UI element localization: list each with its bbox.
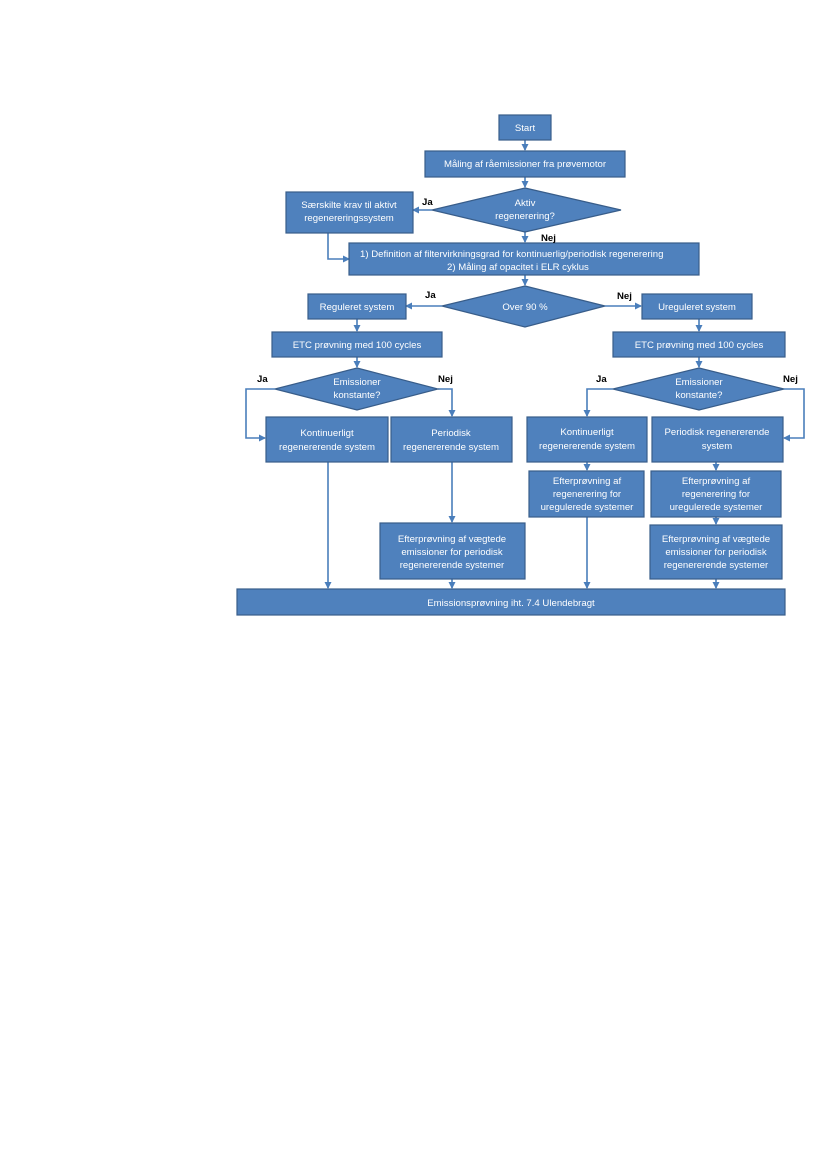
node-weighted-left-line2: emissioner for periodisk xyxy=(401,547,503,558)
decision-emissions-left-line1: Emissioner xyxy=(333,377,381,388)
label-left-no: Nej xyxy=(438,374,453,385)
node-weighted-left: Efterprøvning af vægtede emissioner for … xyxy=(379,522,526,580)
node-start: Start xyxy=(498,114,552,141)
node-definition: 1) Definition af filtervirkningsgrad for… xyxy=(348,242,700,276)
node-cont-right-line1: Kontinuerligt xyxy=(560,427,614,438)
decision-active-regen-line2: regenerering? xyxy=(495,211,555,222)
label-over90-no: Nej xyxy=(617,291,632,302)
decision-active-regen-line1: Aktiv xyxy=(515,198,536,209)
node-unregulated: Ureguleret system xyxy=(641,293,753,320)
node-periodic-right-line2: system xyxy=(702,441,732,452)
node-after-test-periodic-right: Efterprøvning af regenerering for uregul… xyxy=(650,470,782,518)
node-weighted-right: Efterprøvning af vægtede emissioner for … xyxy=(649,524,783,580)
edge-right-yes xyxy=(583,388,613,417)
label-over90-yes: Ja xyxy=(425,290,436,301)
decision-over-90: Over 90 % xyxy=(441,285,606,328)
label-left-yes: Ja xyxy=(257,374,268,385)
node-cont-left-line1: Kontinuerligt xyxy=(300,428,354,439)
node-weighted-left-line1: Efterprøvning af vægtede xyxy=(398,534,506,545)
edge-left-no xyxy=(438,388,456,417)
decision-over-90-label: Over 90 % xyxy=(502,302,548,313)
label-active-yes: Ja xyxy=(422,197,433,208)
node-unregulated-label: Ureguleret system xyxy=(658,302,736,313)
node-final: Emissionsprøvning iht. 7.4 Ulendebragt xyxy=(236,588,786,616)
label-right-no: Nej xyxy=(783,374,798,385)
label-right-yes: Ja xyxy=(596,374,607,385)
decision-emissions-right-line2: konstante? xyxy=(676,390,723,401)
edge-separate-definition xyxy=(327,233,350,263)
node-after-test-periodic-right-line1: Efterprøvning af xyxy=(682,476,751,487)
node-periodic-right: Periodisk regenererende system xyxy=(651,416,784,463)
node-cont-right-line2: regenererende system xyxy=(539,441,635,452)
node-regulated: Reguleret system xyxy=(307,293,407,320)
node-separate-req: Særskilte krav til aktivt regenereringss… xyxy=(285,191,414,234)
edge-right-no xyxy=(783,388,805,442)
node-after-test-cont-right-line2: regenerering for xyxy=(553,489,622,500)
decision-active-regen: Aktiv regenerering? xyxy=(431,187,622,233)
node-separate-req-line2: regenereringssystem xyxy=(304,213,394,224)
decision-emissions-right-line1: Emissioner xyxy=(675,377,723,388)
node-raw-emissions-label: Måling af råemissioner fra prøvemotor xyxy=(444,159,607,170)
node-regulated-label: Reguleret system xyxy=(320,302,395,313)
node-weighted-right-line3: regenererende systemer xyxy=(664,560,769,571)
node-cont-right: Kontinuerligt regenererende system xyxy=(526,416,648,463)
label-active-no: Nej xyxy=(541,233,556,244)
node-etc-left: ETC prøvning med 100 cycles xyxy=(271,331,443,358)
node-final-label: Emissionsprøvning iht. 7.4 Ulendebragt xyxy=(427,598,595,609)
node-periodic-left-line1: Periodisk xyxy=(431,428,471,439)
node-definition-line2: 2) Måling af opacitet i ELR cyklus xyxy=(447,262,589,273)
edges xyxy=(245,140,805,589)
node-after-test-cont-right-line1: Efterprøvning af xyxy=(553,476,622,487)
node-weighted-left-line3: regenererende systemer xyxy=(400,560,505,571)
node-after-test-periodic-right-line2: regenerering for xyxy=(682,489,751,500)
node-cont-left: Kontinuerligt regenererende system xyxy=(265,416,389,463)
node-separate-req-line1: Særskilte krav til aktivt xyxy=(301,200,397,211)
node-periodic-right-line1: Periodisk regenererende xyxy=(664,427,769,438)
node-etc-right-label: ETC prøvning med 100 cycles xyxy=(635,340,764,351)
node-periodic-left-line2: regenererende system xyxy=(403,442,499,453)
node-raw-emissions: Måling af råemissioner fra prøvemotor xyxy=(424,150,626,178)
node-after-test-cont-right: Efterprøvning af regenerering for uregul… xyxy=(528,470,645,518)
node-etc-right: ETC prøvning med 100 cycles xyxy=(612,331,786,358)
decision-emissions-left-line2: konstante? xyxy=(334,390,381,401)
node-cont-left-line2: regenererende system xyxy=(279,442,375,453)
node-definition-line1: 1) Definition af filtervirkningsgrad for… xyxy=(360,249,663,260)
node-weighted-right-line1: Efterprøvning af vægtede xyxy=(662,534,770,545)
node-after-test-cont-right-line3: uregulerede systemer xyxy=(541,502,635,513)
decision-emissions-right: Emissioner konstante? xyxy=(612,367,785,411)
edge-left-yes xyxy=(245,388,275,442)
decision-emissions-left: Emissioner konstante? xyxy=(274,367,441,411)
node-weighted-right-line2: emissioner for periodisk xyxy=(665,547,767,558)
node-periodic-left: Periodisk regenererende system xyxy=(390,416,513,463)
node-start-label: Start xyxy=(515,123,536,134)
node-after-test-periodic-right-line3: uregulerede systemer xyxy=(670,502,764,513)
node-etc-left-label: ETC prøvning med 100 cycles xyxy=(293,340,422,351)
